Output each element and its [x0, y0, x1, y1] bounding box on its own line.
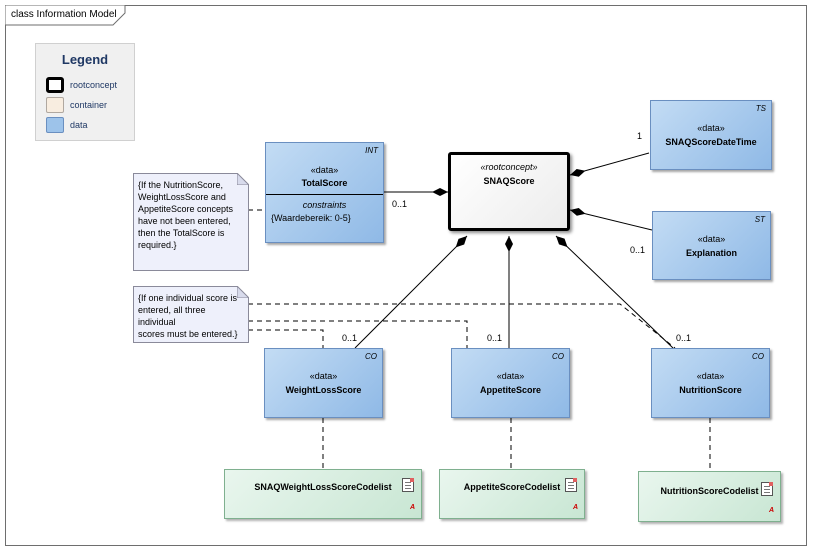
class-nutritionscore[interactable]: CO «data» NutritionScore [651, 348, 770, 418]
datatype-tag: CO [365, 352, 377, 361]
container-swatch [46, 97, 64, 113]
legend-item-rootconcept: rootconcept [46, 76, 117, 94]
class-stereotype: «data» [697, 234, 726, 244]
class-explanation[interactable]: ST «data» Explanation [652, 211, 771, 280]
composition-weightloss [354, 235, 468, 349]
class-totalscore[interactable]: INT «data» TotalScore constraints {Waard… [265, 142, 384, 243]
constraint-text: {Waardebereik: 0-5} [271, 213, 351, 223]
abstract-marker: A [572, 504, 578, 511]
legend-label: container [70, 100, 108, 110]
datatype-tag: ST [754, 215, 765, 224]
abstract-marker: A [768, 507, 774, 514]
multiplicity-datetime: 1 [637, 131, 643, 141]
composition-explanation [569, 208, 653, 231]
class-name: SNAQScoreDateTime [665, 137, 757, 147]
datatype-tag: TS [755, 104, 766, 113]
class-stereotype: «data» [696, 371, 725, 381]
abstract-marker: A [409, 504, 415, 511]
legend: Legend rootconcept container data [35, 43, 135, 141]
note-text: {If one individual score is entered, all… [138, 293, 238, 339]
class-stereotype: «rootconcept» [480, 162, 538, 172]
class-snaqscore[interactable]: «rootconcept» SNAQScore [448, 152, 570, 231]
compartment-divider [266, 194, 383, 195]
datatype-tag: CO [752, 352, 764, 361]
note-link-appetite [248, 320, 468, 348]
class-stereotype: «data» [310, 165, 339, 175]
legend-item-data: data [46, 116, 88, 134]
diagram-title: class Information Model [11, 9, 117, 20]
composition-datetime [569, 152, 650, 177]
composition-nutrition [555, 235, 674, 349]
legend-label: data [70, 120, 88, 130]
legend-label: rootconcept [70, 80, 118, 90]
class-weightlossscore[interactable]: CO «data» WeightLossScore [264, 348, 383, 418]
multiplicity-explanation: 0..1 [630, 245, 646, 255]
note-individual-scores[interactable]: {If one individual score is entered, all… [133, 286, 249, 343]
data-swatch [46, 117, 64, 133]
note-fold-corner [237, 173, 249, 185]
frame-title-tab [5, 5, 126, 26]
datatype-tag: INT [365, 146, 378, 155]
diagram-frame [5, 5, 807, 546]
class-name: SNAQScore [483, 176, 535, 186]
class-name: WeightLossScore [285, 385, 362, 395]
document-icon [402, 478, 414, 492]
legend-title: Legend [61, 52, 109, 67]
codelist-name: NutritionScoreCodelist [660, 486, 759, 496]
codelist-snaqweightlossscore[interactable]: SNAQWeightLossScoreCodelist A [224, 469, 422, 519]
class-name: Explanation [685, 248, 737, 258]
datatype-tag: CO [552, 352, 564, 361]
note-text: {If the NutritionScore, WeightLossScore … [138, 180, 234, 250]
class-stereotype: «data» [309, 371, 338, 381]
note-link-nutrition [248, 303, 676, 349]
multiplicity-weightloss: 0..1 [342, 333, 358, 343]
class-snaqscoredatetime[interactable]: TS «data» SNAQScoreDateTime [650, 100, 772, 170]
note-totalscore-constraint[interactable]: {If the NutritionScore, WeightLossScore … [133, 173, 249, 271]
codelist-appetitescore[interactable]: AppetiteScoreCodelist A [439, 469, 585, 519]
class-appetitescore[interactable]: CO «data» AppetiteScore [451, 348, 570, 418]
codelist-name: SNAQWeightLossScoreCodelist [254, 482, 392, 492]
rootconcept-swatch [46, 77, 64, 93]
codelist-name: AppetiteScoreCodelist [463, 482, 561, 492]
document-icon [565, 478, 577, 492]
multiplicity-appetite: 0..1 [487, 333, 503, 343]
multiplicity-nutrition: 0..1 [676, 333, 692, 343]
constraints-heading: constraints [302, 200, 347, 210]
class-name: AppetiteScore [479, 385, 541, 395]
codelist-nutritionscore[interactable]: NutritionScoreCodelist A [638, 471, 781, 522]
class-stereotype: «data» [496, 371, 525, 381]
class-name: TotalScore [301, 178, 348, 188]
legend-item-container: container [46, 96, 107, 114]
multiplicity-totalscore: 0..1 [392, 199, 408, 209]
class-name: NutritionScore [679, 385, 742, 395]
note-fold-corner [237, 286, 249, 298]
class-stereotype: «data» [697, 123, 725, 133]
document-icon [761, 482, 773, 496]
note-link-weightloss [248, 329, 324, 348]
